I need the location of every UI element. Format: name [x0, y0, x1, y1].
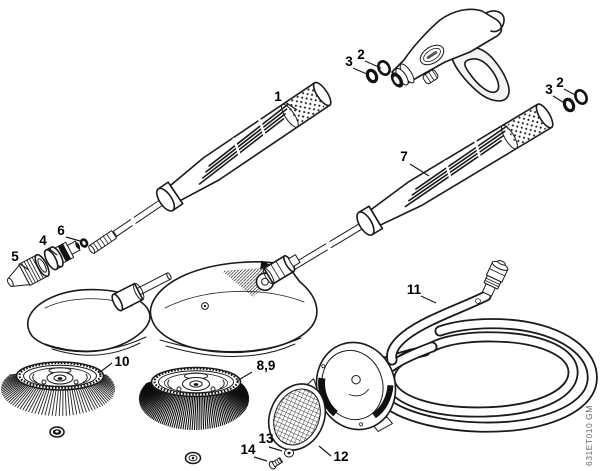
leader-14	[253, 456, 268, 462]
washer-part13	[283, 448, 295, 458]
brush-housing-left	[27, 272, 172, 356]
callout-3-left: 3	[345, 54, 353, 69]
leader-3-left	[352, 67, 370, 76]
brush89-bristles	[138, 377, 250, 431]
leader-12	[318, 445, 332, 457]
callout-3-right: 3	[545, 82, 553, 97]
gun-logo-badge	[419, 44, 445, 66]
leader-2-left	[364, 60, 382, 69]
lance1-threaded-tip	[88, 230, 118, 254]
lance1-vent-slots	[198, 103, 289, 185]
o-ring-3-right	[562, 97, 576, 113]
gun-trigger	[422, 69, 439, 85]
trigger-gun	[390, 8, 510, 102]
o-ring-2-right	[574, 89, 588, 105]
o-ring-2-left	[377, 60, 391, 76]
drawing-code: 631ET010 GM	[584, 405, 594, 466]
filter-screen-part12	[267, 383, 327, 451]
leader-13	[268, 446, 283, 452]
callout-5: 5	[11, 249, 19, 264]
brush10-nut	[49, 426, 65, 438]
leader-8-9	[236, 371, 253, 382]
callout-10: 10	[114, 354, 129, 369]
gun-inlet	[390, 63, 415, 88]
leader-3-right	[552, 95, 567, 105]
callout-2-left: 2	[357, 47, 365, 62]
callout-1: 1	[274, 89, 282, 104]
o-ring-3-left	[365, 68, 379, 84]
lance7-vent-slots	[404, 125, 508, 208]
spray-lance-part1	[88, 81, 332, 254]
callout-11: 11	[407, 282, 422, 297]
callout-7: 7	[400, 149, 408, 164]
hose-clip-detail	[475, 298, 481, 304]
nozzle-body-part4	[43, 240, 81, 271]
o-ring-part6	[79, 238, 89, 248]
leader-7	[409, 163, 430, 177]
spray-lance-part7	[289, 103, 554, 271]
screw-part14	[268, 457, 283, 470]
wash-brush-part10	[0, 361, 116, 438]
callout-2-right: 2	[556, 75, 564, 90]
hose-part11	[360, 260, 598, 433]
wash-brush-part8-9	[138, 366, 250, 465]
leader-11	[420, 295, 437, 304]
suction-cup-housing	[305, 341, 397, 432]
leader-4	[47, 247, 58, 256]
callout-13: 13	[258, 431, 274, 446]
leader-1	[284, 101, 298, 111]
nozzle-cap-part5	[6, 253, 50, 287]
callout-12: 12	[333, 449, 348, 464]
swivel-elbow	[255, 254, 301, 292]
hose-coupling	[481, 260, 509, 297]
leader-10	[98, 362, 113, 374]
callout-6: 6	[57, 223, 65, 238]
callout-labels: 1 3 2 3 2 7 6 4 5 10 8,9 11 12 13 14	[11, 47, 578, 464]
callout-4: 4	[39, 233, 47, 248]
leader-5	[19, 263, 30, 271]
callout-8-9: 8,9	[257, 358, 276, 373]
brush89-nut	[184, 451, 202, 465]
callout-14: 14	[240, 442, 256, 457]
leader-6	[65, 236, 81, 242]
leader-2-right	[563, 88, 578, 97]
brush-housing-right	[149, 254, 318, 357]
gun-handle-hole	[464, 57, 500, 94]
